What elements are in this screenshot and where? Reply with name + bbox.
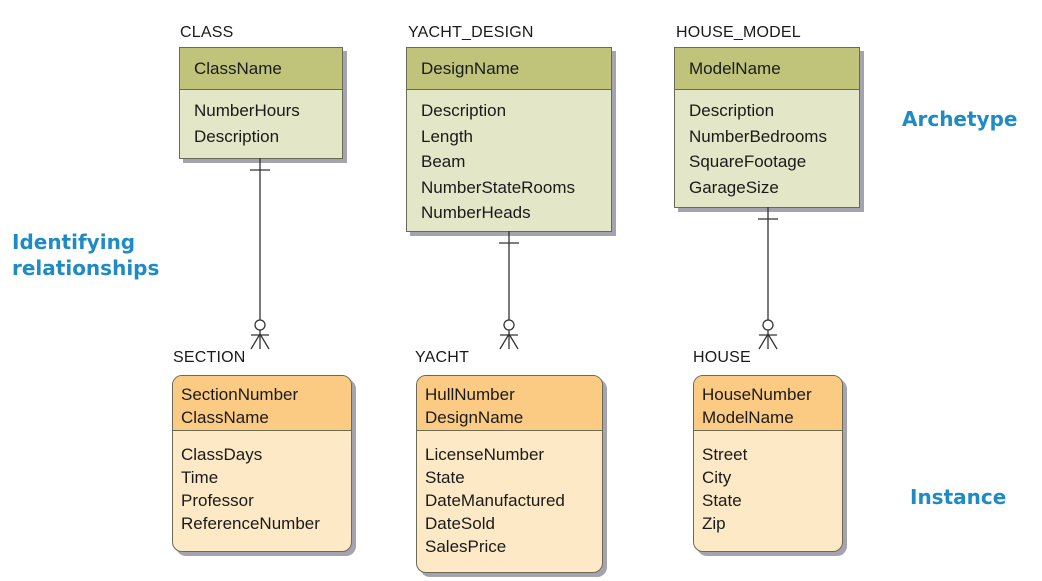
yacht-key-section: HullNumber DesignName [417, 376, 602, 431]
house-attributes: Street City State Zip [694, 431, 842, 535]
house-model-attribute: SquareFootage [689, 152, 807, 171]
yacht-attribute: SalesPrice [425, 537, 507, 556]
section-entity[interactable]: SectionNumber ClassName ClassDays Time P… [172, 375, 352, 552]
house-model-entity[interactable]: ModelName Description NumberBedrooms Squ… [674, 47, 860, 208]
class-attribute: Description [194, 126, 280, 146]
section-entity-title: SECTION [173, 349, 246, 366]
yacht-design-attribute: Beam [421, 152, 466, 171]
house-attribute: Zip [702, 514, 726, 533]
house-model-attribute: Description [689, 101, 775, 120]
class-key-section: ClassName [180, 48, 342, 90]
yacht-design-attribute: Length [421, 126, 473, 146]
crows-foot-marker [250, 332, 270, 350]
section-attributes: ClassDays Time Professor ReferenceNumber [173, 431, 351, 535]
class-attributes: NumberHours Description [180, 90, 342, 149]
yacht-design-entity-title: YACHT_DESIGN [408, 24, 534, 41]
instance-label: Instance [910, 485, 1007, 509]
house-key-attribute: HouseNumber [702, 385, 812, 404]
house-attribute: State [702, 491, 742, 510]
section-key-section: SectionNumber ClassName [173, 376, 351, 431]
house-model-attributes: Description NumberBedrooms SquareFootage… [675, 90, 859, 200]
optional-circle-marker [503, 319, 515, 331]
class-section-relationship [250, 158, 270, 350]
archetype-label: Archetype [902, 107, 1018, 131]
house-key-attribute: ModelName [702, 408, 794, 427]
section-key-attribute: ClassName [181, 408, 269, 427]
class-attribute: NumberHours [194, 101, 300, 120]
yacht-design-attribute: NumberStateRooms [421, 177, 576, 197]
yacht-design-attribute: Description [421, 101, 507, 120]
yacht-attribute: DateSold [425, 514, 495, 533]
identifying-relationships-label: Identifying relationships [12, 229, 159, 281]
yacht-entity[interactable]: HullNumber DesignName LicenseNumber Stat… [416, 375, 603, 573]
section-attribute: ClassDays [181, 445, 263, 464]
identifying-label-line2: relationships [12, 256, 160, 280]
yacht-attribute: LicenseNumber [425, 445, 545, 464]
house-entity[interactable]: HouseNumber ModelName Street City State … [693, 375, 843, 552]
yacht-design-key-attribute: DesignName [421, 58, 520, 78]
house-model-attribute: GarageSize [689, 177, 779, 197]
house-key-section: HouseNumber ModelName [694, 376, 842, 431]
class-entity-title: CLASS [180, 24, 234, 41]
yacht-design-attributes: Description Length Beam NumberStateRooms… [407, 90, 611, 226]
section-attribute: Professor [181, 491, 254, 510]
house-model-key-attribute: ModelName [689, 58, 781, 78]
yacht-attribute: DateManufactured [425, 491, 565, 510]
house-attribute: Street [702, 445, 748, 464]
yacht-key-attribute: DesignName [425, 408, 524, 427]
yacht-design-key-section: DesignName [407, 48, 611, 90]
yachtdesign-yacht-relationship [499, 231, 519, 350]
class-entity[interactable]: ClassName NumberHours Description [179, 47, 343, 159]
crows-foot-marker [758, 332, 778, 350]
optional-circle-marker [254, 319, 266, 331]
yacht-design-attribute: NumberHeads [421, 203, 531, 222]
house-attribute: City [702, 468, 732, 487]
yacht-attributes: LicenseNumber State DateManufactured Dat… [417, 431, 602, 558]
house-model-entity-title: HOUSE_MODEL [676, 24, 801, 41]
section-attribute: Time [181, 468, 219, 487]
yacht-entity-title: YACHT [415, 349, 470, 366]
house-model-key-section: ModelName [675, 48, 859, 90]
house-entity-title: HOUSE [693, 349, 751, 366]
yacht-attribute: State [425, 468, 465, 487]
yacht-key-attribute: HullNumber [425, 385, 515, 404]
class-key-attribute: ClassName [194, 58, 282, 78]
yacht-design-entity[interactable]: DesignName Description Length Beam Numbe… [406, 47, 612, 232]
housemodel-house-relationship [758, 207, 778, 350]
identifying-label-line1: Identifying [12, 230, 136, 254]
section-key-attribute: SectionNumber [181, 385, 299, 404]
optional-circle-marker [762, 319, 774, 331]
section-attribute: ReferenceNumber [181, 514, 320, 533]
crows-foot-marker [499, 332, 519, 350]
house-model-attribute: NumberBedrooms [689, 126, 827, 146]
